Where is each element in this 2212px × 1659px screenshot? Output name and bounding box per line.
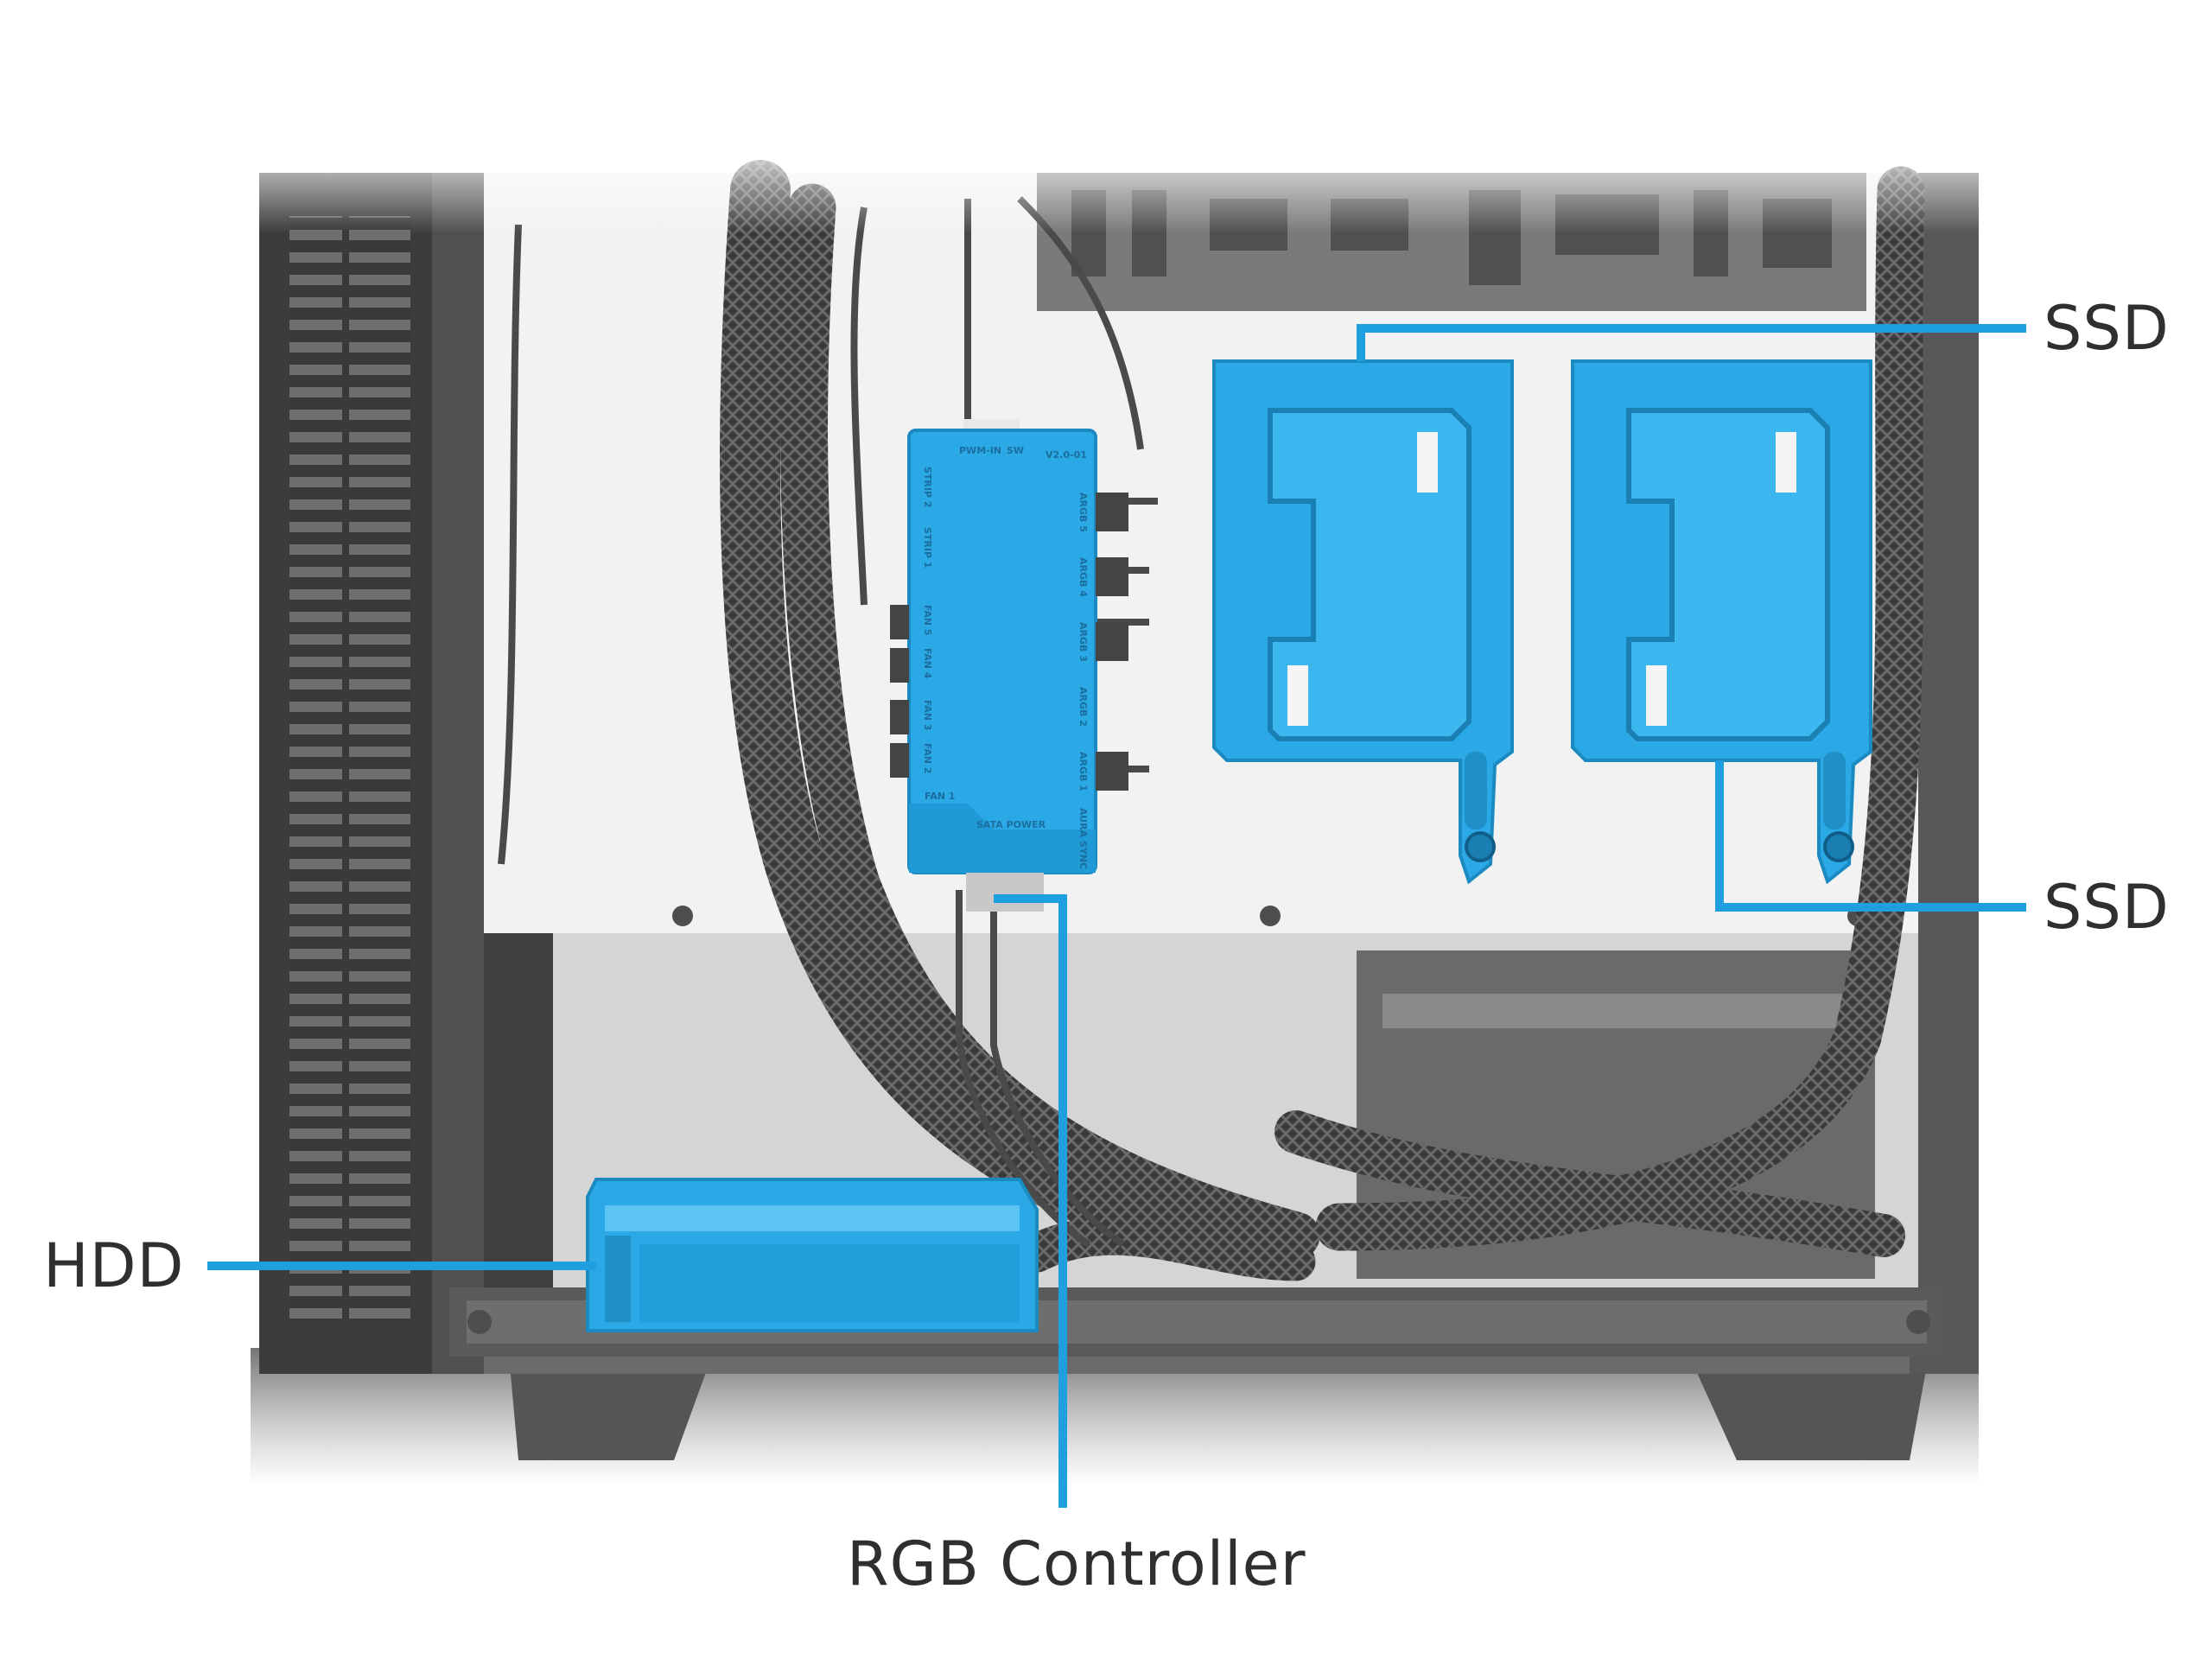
case-foot-left (510, 1365, 709, 1460)
callout-ssd-bottom: SSD (2044, 872, 2170, 943)
hdd-cage (586, 1178, 1039, 1332)
label-argb3: ARGB 3 (1077, 622, 1089, 662)
callout-line-rgb (994, 894, 1067, 1508)
controller-ports-right (1096, 493, 1128, 791)
callout-lines (207, 324, 2026, 1508)
case-foot-right (1694, 1365, 1927, 1460)
label-strip1: STRIP 1 (922, 527, 933, 569)
label-aura-sync: AURA SYNC (1077, 808, 1089, 869)
label-fan3: FAN 3 (922, 700, 933, 730)
callout-ssd-top: SSD (2044, 293, 2170, 364)
power-supply-label (1382, 994, 1849, 1028)
label-fan2: FAN 2 (922, 743, 933, 773)
label-argb1: ARGB 1 (1077, 752, 1089, 791)
label-argb2: ARGB 2 (1077, 687, 1089, 727)
label-strip2: STRIP 2 (922, 467, 933, 508)
label-sata-power: SATA POWER (976, 819, 1046, 830)
label-fan5: FAN 5 (922, 605, 933, 635)
callout-hdd: HDD (43, 1230, 185, 1301)
label-fan4: FAN 4 (922, 648, 933, 679)
ssd-bracket-1 (1212, 359, 1514, 885)
controller-ports-left (890, 605, 909, 778)
callout-rgb-controller: RGB Controller (847, 1529, 1306, 1599)
front-vents (289, 216, 410, 1322)
label-fan1: FAN 1 (925, 791, 955, 802)
rgb-controller: PWM-IN SW V2.0-01 STRIP 2 STRIP 1 FAN 5 … (890, 419, 1128, 912)
label-argb5: ARGB 5 (1077, 493, 1089, 532)
label-pwm-in: PWM-IN (959, 445, 1001, 456)
label-sw: SW (1007, 445, 1024, 456)
callout-line-ssd-bottom (1715, 760, 2026, 912)
callout-line-ssd-top (1357, 324, 2026, 361)
ssd-bracket-2 (1571, 359, 1872, 885)
label-version: V2.0-01 (1046, 449, 1087, 461)
psu-bay-left (484, 933, 553, 1296)
front-edge (432, 173, 484, 1374)
label-argb4: ARGB 4 (1077, 557, 1089, 597)
top-fade (242, 130, 1996, 233)
